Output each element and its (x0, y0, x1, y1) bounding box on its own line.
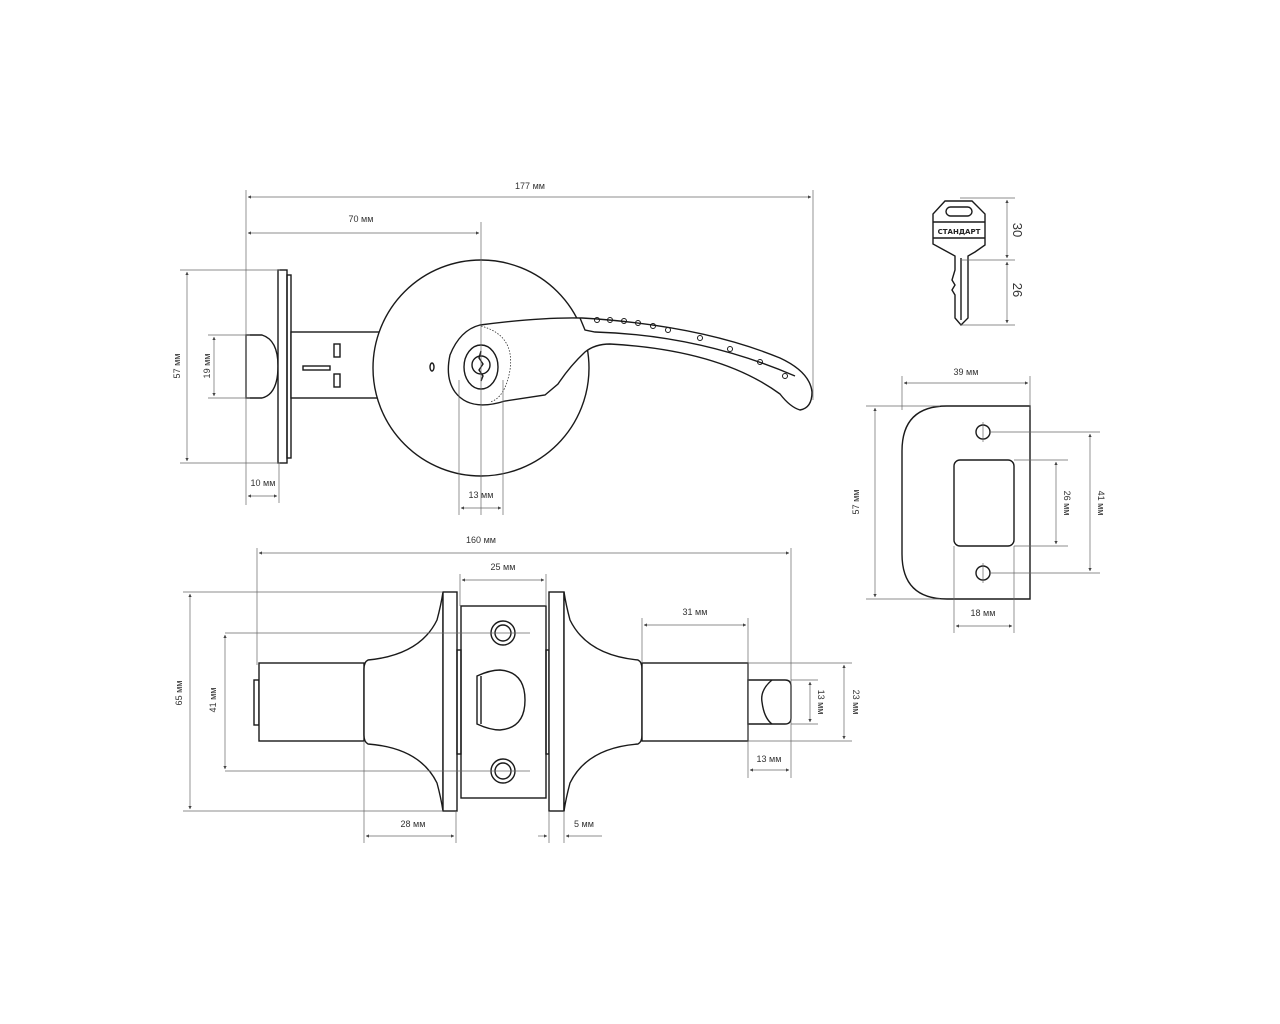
key-brand-logo: СТАНДАРТ (938, 228, 981, 236)
dim-side-41: 41 мм (208, 688, 218, 713)
dim-key-30: 30 (1010, 223, 1025, 237)
latch-assembly (245, 269, 382, 464)
dim-160: 160 мм (466, 535, 496, 545)
side-view-lock: 160 мм 25 мм 31 мм 65 мм 41 мм 13 мм 23 … (174, 535, 861, 843)
left-cylinder (258, 662, 365, 742)
latch-faceplate (460, 605, 547, 799)
dim-28: 28 мм (401, 819, 426, 829)
dim-57: 57 мм (172, 354, 182, 379)
dim-strike-26: 26 мм (1062, 491, 1072, 516)
dim-side-13-vertical: 13 мм (816, 690, 826, 715)
lever-handle (447, 317, 813, 411)
dim-5: 5 мм (574, 819, 594, 829)
dim-strike-57: 57 мм (851, 490, 861, 515)
dim-31: 31 мм (683, 607, 708, 617)
dim-65: 65 мм (174, 681, 184, 706)
dim-177: 177 мм (515, 181, 545, 191)
dim-70: 70 мм (349, 214, 374, 224)
strike-window (953, 459, 1015, 547)
dim-10: 10 мм (251, 478, 276, 488)
right-cylinder (641, 662, 749, 742)
dim-18: 18 мм (971, 608, 996, 618)
latch-cutout (476, 669, 526, 731)
thumb-hole (429, 362, 435, 372)
dim-key-26: 26 (1010, 283, 1025, 297)
latch-body (290, 331, 382, 399)
top-view-lever-lock: 177 мм 70 мм 57 мм 19 мм 10 мм 13 мм (172, 181, 814, 515)
dim-strike-41: 41 мм (1096, 491, 1106, 516)
dim-39: 39 мм (954, 367, 979, 377)
dim-23: 23 мм (851, 690, 861, 715)
right-rose-flare (563, 591, 643, 812)
dim-13-top: 13 мм (469, 490, 494, 500)
strike-plate: 39 мм 57 мм 26 мм 41 мм 18 мм (851, 367, 1106, 633)
faceplate (277, 269, 288, 464)
right-rose (548, 591, 565, 812)
latch-bolt (245, 334, 279, 399)
left-rose (442, 591, 458, 812)
left-rose-flare (363, 591, 444, 812)
dim-25: 25 мм (491, 562, 516, 572)
dim-side-13-horizontal: 13 мм (757, 754, 782, 764)
dim-19: 19 мм (202, 354, 212, 379)
key: СТАНДАРТ 30 26 (932, 197, 1025, 327)
latch-bolt-side (747, 679, 792, 725)
